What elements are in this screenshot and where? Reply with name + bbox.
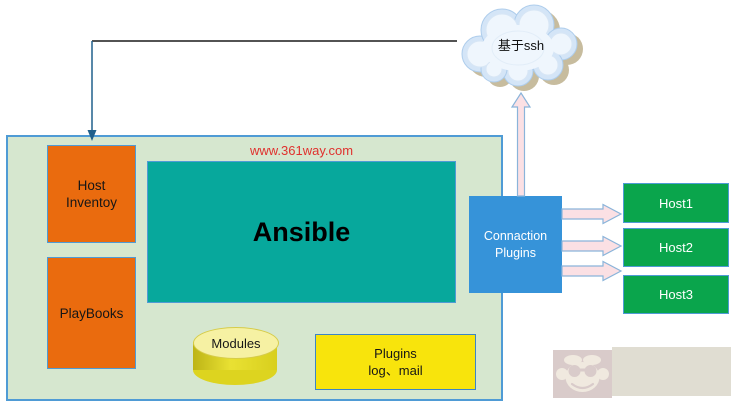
host-inventory-box: Host Inventoy — [47, 145, 136, 243]
connection-plugins-label-line1: Connaction — [483, 228, 548, 243]
plugins-label-line2: log、mail — [368, 363, 423, 378]
monkey-logo-watermark — [553, 350, 612, 398]
modules-cylinder-top: Modules — [193, 327, 279, 359]
host2-box: Host2 — [623, 228, 729, 267]
plugins-label-line1: Plugins — [374, 346, 417, 361]
connection-plugins-label-line2: Plugins — [495, 245, 536, 260]
host1-label: Host1 — [659, 195, 693, 211]
plugins-box: Plugins log、mail — [315, 334, 476, 390]
ssh-cloud-shape — [461, 4, 583, 91]
faint-watermark-block — [612, 347, 731, 396]
host2-label: Host2 — [659, 240, 693, 255]
modules-label: Modules — [211, 335, 261, 351]
connection-plugins-box: Connaction Plugins — [469, 196, 562, 293]
arrow-to-host1-icon — [561, 203, 623, 225]
monkey-smile — [570, 382, 595, 390]
arrow-to-host2-icon — [561, 235, 623, 257]
ssh-cloud-label: 基于ssh — [497, 38, 545, 53]
ansible-label: Ansible — [252, 216, 351, 247]
host1-box: Host1 — [623, 183, 729, 223]
playbooks-label: PlayBooks — [59, 305, 124, 321]
monkey-sunglasses-icon — [568, 365, 597, 377]
playbooks-box: PlayBooks — [47, 257, 136, 369]
modules-cylinder: Modules — [193, 327, 279, 385]
arrow-to-host3-icon — [561, 260, 623, 282]
site-watermark-text: www.361way.com — [249, 143, 354, 158]
ansible-box: Ansible — [147, 161, 456, 303]
host-inventory-label-line2: Inventoy — [65, 195, 118, 210]
host-inventory-label-line1: Host — [77, 178, 106, 193]
host3-box: Host3 — [623, 275, 729, 314]
ssh-up-arrow-icon — [510, 91, 532, 197]
host3-label: Host3 — [659, 287, 693, 302]
